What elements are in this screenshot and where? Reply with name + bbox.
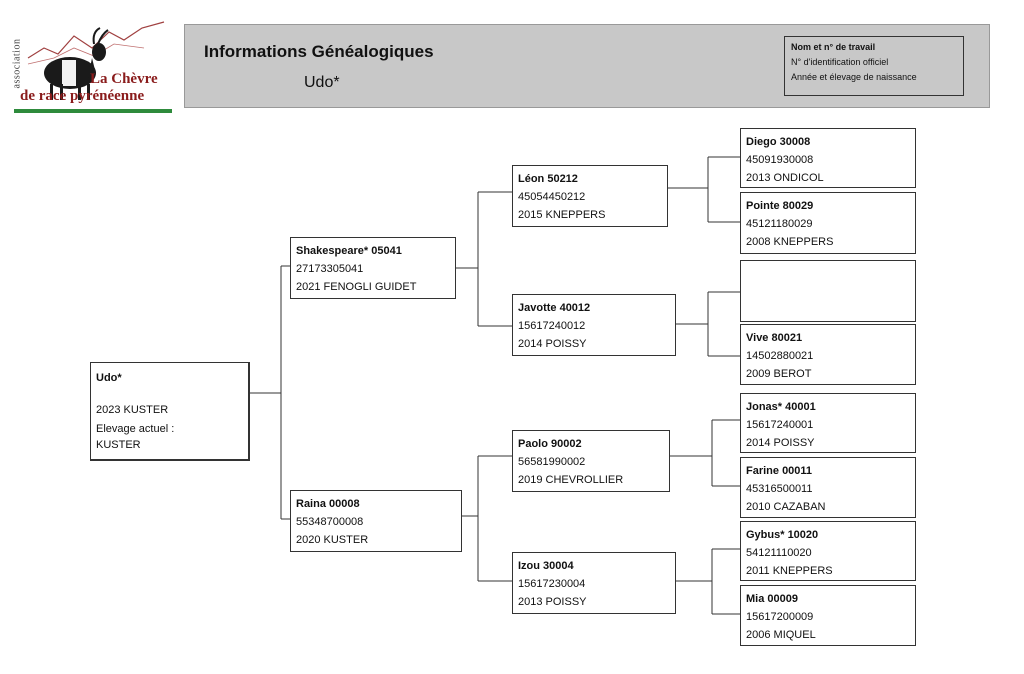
animal-birth: 2010 CAZABAN (746, 501, 826, 513)
animal-id: 15617230004 (518, 578, 586, 590)
animal-id: 54121110020 (746, 547, 812, 559)
header-banner: Informations Généalogiques Udo* Nom et n… (184, 24, 990, 108)
page-subject: Udo* (304, 74, 340, 91)
animal-id: 15617240001 (746, 419, 814, 431)
sire-box: Shakespeare* 05041 27173305041 2021 FENO… (290, 237, 456, 299)
animal-name: Diego 30008 (746, 136, 811, 148)
animal-birth: 2014 POISSY (746, 437, 815, 449)
animal-birth: 2009 BEROT (746, 368, 812, 380)
logo-underline (14, 109, 172, 113)
legend-birth-line: Année et élevage de naissance (791, 72, 917, 82)
legend-id-line: N° d'identification officiel (791, 57, 889, 67)
great-grandparent-box-6: Farine 00011 45316500011 2010 CAZABAN (740, 457, 916, 518)
animal-id: 45316500011 (746, 483, 813, 495)
animal-id: 15617240012 (518, 320, 586, 332)
animal-birth: 2013 ONDICOL (746, 172, 824, 184)
animal-name: Pointe 80029 (746, 200, 814, 212)
animal-birth: 2013 POISSY (518, 596, 587, 608)
animal-name: Léon 50212 (518, 173, 578, 185)
subject-animal-name: Udo* (96, 372, 122, 384)
great-grandparent-box-5: Jonas* 40001 15617240001 2014 POISSY (740, 393, 916, 453)
maternal-granddam-box: Izou 30004 15617230004 2013 POISSY (512, 552, 676, 614)
great-grandparent-box-4: Vive 80021 14502880021 2009 BEROT (740, 324, 916, 385)
animal-birth: 2019 CHEVROLLIER (518, 474, 624, 486)
legend-name-line: Nom et n° de travail (791, 42, 876, 52)
animal-birth: 2014 POISSY (518, 338, 587, 350)
animal-id: 45121180029 (746, 218, 813, 230)
logo-name-line2: de race pyrénéenne (20, 88, 145, 104)
great-grandparent-box-3-empty (740, 260, 916, 322)
animal-birth: 2008 KNEPPERS (746, 236, 834, 248)
animal-id: 14502880021 (746, 350, 814, 362)
goat-logo-icon (27, 21, 165, 100)
animal-birth: 2011 KNEPPERS (746, 565, 833, 577)
current-breeder: KUSTER (96, 439, 141, 451)
animal-name: Jonas* 40001 (746, 401, 816, 413)
dam-box: Raina 00008 55348700008 2020 KUSTER (290, 490, 462, 552)
animal-name: Farine 00011 (746, 465, 813, 477)
animal-birth: 2020 KUSTER (296, 534, 369, 546)
animal-name: Vive 80021 (746, 332, 803, 344)
animal-id: 27173305041 (296, 263, 364, 275)
animal-name: Gybus* 10020 (746, 529, 819, 541)
animal-birth: 2021 FENOGLI GUIDET (296, 281, 417, 293)
animal-birth: 2006 MIQUEL (746, 629, 816, 641)
great-grandparent-box-1: Diego 30008 45091930008 2013 ONDICOL (740, 128, 916, 188)
current-breeder-label: Elevage actuel : (96, 423, 175, 435)
logo-name-line1: La Chèvre (90, 71, 158, 87)
animal-birth: 2015 KNEPPERS (518, 209, 606, 221)
animal-name: Mia 00009 (746, 593, 798, 605)
subject-animal-box: Udo* 2023 KUSTER Elevage actuel : KUSTER (90, 362, 250, 461)
great-grandparent-box-7: Gybus* 10020 54121110020 2011 KNEPPERS (740, 521, 916, 581)
animal-name: Izou 30004 (518, 560, 574, 572)
animal-id: 45054450212 (518, 191, 586, 203)
animal-id: 56581990002 (518, 456, 586, 468)
animal-id: 45091930008 (746, 154, 814, 166)
association-logo: association La Chèvre de race pyrénéenne (11, 18, 172, 114)
maternal-grandsire-box: Paolo 90002 56581990002 2019 CHEVROLLIER (512, 430, 670, 492)
animal-id: 55348700008 (296, 516, 364, 528)
field-legend: Nom et n° de travail N° d'identification… (784, 36, 964, 96)
paternal-grandsire-box: Léon 50212 45054450212 2015 KNEPPERS (512, 165, 668, 227)
animal-name: Shakespeare* 05041 (296, 245, 402, 257)
page-title: Informations Généalogiques (204, 42, 434, 61)
animal-name: Raina 00008 (296, 498, 360, 510)
animal-name: Javotte 40012 (518, 302, 591, 314)
animal-id: 15617200009 (746, 611, 814, 623)
great-grandparent-box-2: Pointe 80029 45121180029 2008 KNEPPERS (740, 192, 916, 254)
animal-name: Paolo 90002 (518, 438, 582, 450)
great-grandparent-box-8: Mia 00009 15617200009 2006 MIQUEL (740, 585, 916, 646)
paternal-granddam-box: Javotte 40012 15617240012 2014 POISSY (512, 294, 676, 356)
subject-animal-birth: 2023 KUSTER (96, 404, 169, 416)
